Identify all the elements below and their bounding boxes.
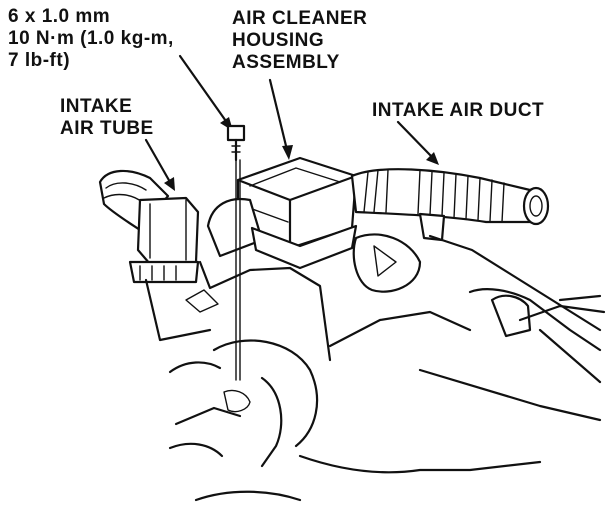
air-cleaner-line-1: AIR CLEANER [232, 8, 368, 29]
leader-intake-air-tube [144, 138, 175, 191]
engine-body-outline [144, 233, 606, 502]
intake-air-duct-drawing [350, 168, 550, 242]
bolt-spec-line-2: 10 N·m (1.0 kg-m, [8, 28, 174, 49]
leader-intake-air-duct [396, 120, 439, 165]
bolt-spec-line-3: 7 lb-ft) [8, 50, 71, 71]
intake-air-tube-callout: INTAKE AIR TUBE [60, 96, 154, 140]
air-cleaner-callout: AIR CLEANER HOUSING ASSEMBLY [232, 8, 367, 74]
intake-air-tube-line-1: INTAKE [60, 96, 133, 117]
leader-air-cleaner [268, 78, 293, 160]
intake-air-duct-line-1: INTAKE AIR DUCT [372, 100, 545, 121]
intake-air-tube-drawing [98, 169, 200, 284]
intake-air-tube-line-2: AIR TUBE [60, 118, 154, 139]
air-cleaner-line-3: ASSEMBLY [232, 52, 340, 73]
bolt-spec-line-1: 6 x 1.0 mm [8, 6, 111, 27]
air-cleaner-line-2: HOUSING [232, 30, 325, 51]
intake-air-duct-callout: INTAKE AIR DUCT [372, 100, 544, 122]
bolt-spec-callout: 6 x 1.0 mm 10 N·m (1.0 kg-m, 7 lb-ft) [8, 6, 174, 72]
leader-bolt [178, 54, 233, 131]
mounting-bolt-drawing [226, 124, 246, 381]
air-cleaner-housing-drawing [206, 156, 358, 270]
